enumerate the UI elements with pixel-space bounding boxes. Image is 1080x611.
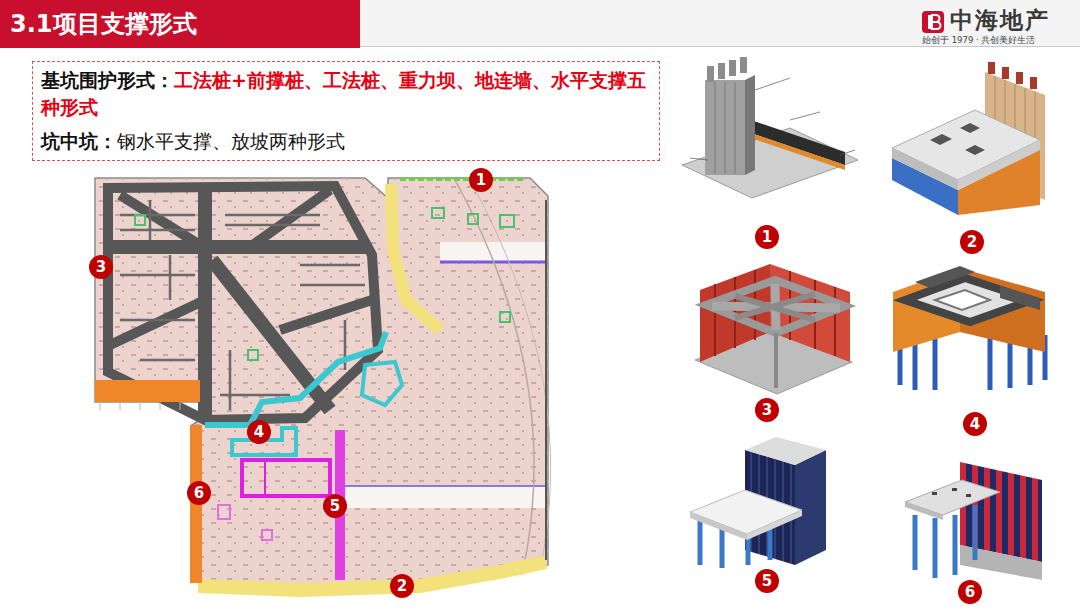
callout-label: 3 — [96, 258, 106, 276]
callout-number: 5 — [323, 494, 347, 518]
callout-label: 4 — [254, 423, 264, 441]
site-plan — [95, 178, 551, 594]
callout-label: 6 — [965, 583, 975, 601]
illustration-6 — [905, 462, 1042, 580]
logo-text: 中海地产 — [950, 6, 1050, 34]
info-text: 坑中坑： — [41, 130, 117, 152]
callout-number: 6 — [958, 580, 982, 604]
header-rule — [360, 46, 1080, 47]
callout-number: 3 — [755, 398, 779, 422]
callout-label: 4 — [970, 415, 980, 433]
callout-number: 2 — [960, 230, 984, 254]
callout-number: 3 — [89, 255, 113, 279]
callout-label: 2 — [967, 233, 977, 251]
callout-label: 1 — [476, 171, 486, 189]
logo-icon — [922, 11, 944, 33]
info-box: 基坑围护形式：工法桩+前撑桩、工法桩、重力坝、地连墙、水平支撑五种形式坑中坑：钢… — [32, 61, 660, 161]
logo-tagline: 始创于 1979 · 共创美好生活 — [922, 35, 1035, 45]
callout-number: 4 — [963, 412, 987, 436]
info-text: 钢水平支撑、放坡两种形式 — [117, 130, 345, 152]
callout-number: 1 — [755, 225, 779, 249]
illustration-4 — [893, 266, 1045, 390]
illustration-1 — [682, 57, 858, 198]
callout-label: 2 — [397, 577, 407, 595]
title-bar — [0, 0, 360, 48]
illustration-3 — [695, 264, 852, 394]
callout-label: 1 — [762, 228, 772, 246]
illustration-2 — [892, 62, 1045, 215]
callout-label: 6 — [194, 484, 204, 502]
callout-number: 5 — [755, 569, 779, 593]
callout-number: 1 — [469, 168, 493, 192]
callout-label: 3 — [762, 401, 772, 419]
callout-number: 2 — [390, 574, 414, 598]
header-band — [360, 0, 1080, 46]
callout-number: 6 — [187, 481, 211, 505]
callout-label: 5 — [330, 497, 340, 515]
callout-number: 4 — [247, 420, 271, 444]
callout-label: 5 — [762, 572, 772, 590]
illustration-5 — [690, 437, 826, 568]
info-line: 基坑围护形式：工法桩+前撑桩、工法桩、重力坝、地连墙、水平支撑五种形式 — [41, 67, 651, 121]
info-line: 坑中坑：钢水平支撑、放坡两种形式 — [41, 128, 651, 155]
info-text: 基坑围护形式： — [41, 69, 174, 91]
slide-title: 3.1项目支撑形式 — [10, 9, 197, 39]
